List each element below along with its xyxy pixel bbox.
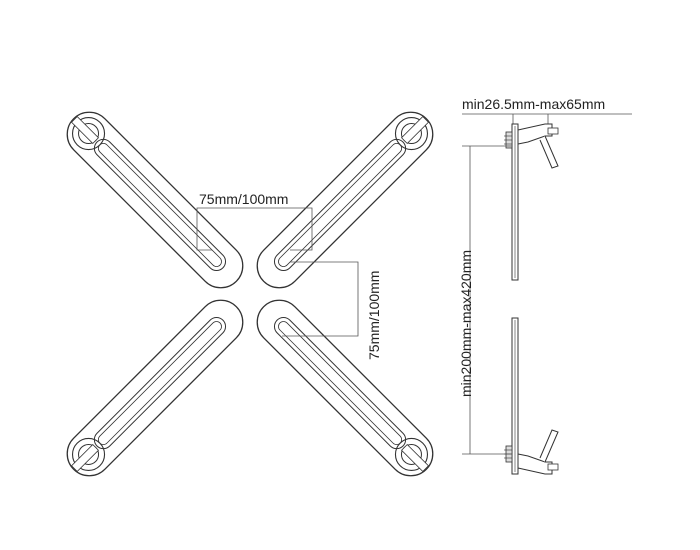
horizontal-spacing-label: 75mm/100mm (199, 191, 289, 207)
arm-bottom-left (57, 290, 253, 486)
horizontal-spacing-leader (196, 207, 313, 251)
vertical-spacing-label: 75mm/100mm (366, 270, 382, 360)
side-profile-view (462, 113, 632, 475)
arm-bottom-right (247, 290, 443, 486)
height-range-label: min200mm-max420mm (458, 249, 474, 397)
depth-range-label: min26.5mm-max65mm (462, 96, 606, 112)
vertical-spacing-leader (282, 261, 359, 337)
